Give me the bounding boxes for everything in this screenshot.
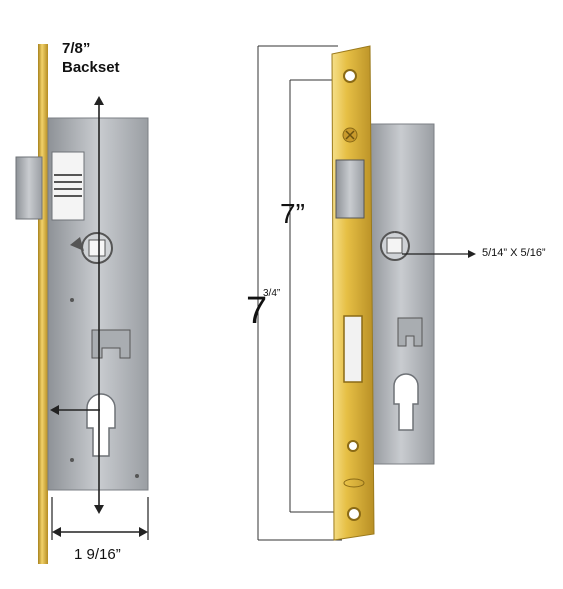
right-latch (335, 159, 365, 219)
left-latch-bolt (15, 156, 43, 220)
spindle-size-label: 5/14” X 5/16” (482, 247, 546, 259)
left-latch-window (51, 151, 85, 221)
right-cylinder-cutout (393, 373, 419, 431)
backset-word-label: Backset (62, 59, 120, 76)
right-faceplate (331, 45, 375, 541)
faceplate-width-label: 1 9/16” (74, 546, 121, 563)
right-top-screw-hole (343, 69, 357, 83)
left-faceplate (38, 44, 48, 564)
right-bolt-slot (343, 315, 363, 383)
right-bottom-screw-hole (347, 507, 361, 521)
overall-height-label: 7 (246, 290, 268, 332)
backset-value-label: 7/8” (62, 40, 91, 57)
left-spindle-hole (88, 239, 106, 257)
left-case-bracket (91, 329, 131, 359)
hole-spacing-label: 7” (280, 198, 305, 229)
overall-height-fraction-label: 3/4” (263, 288, 281, 299)
